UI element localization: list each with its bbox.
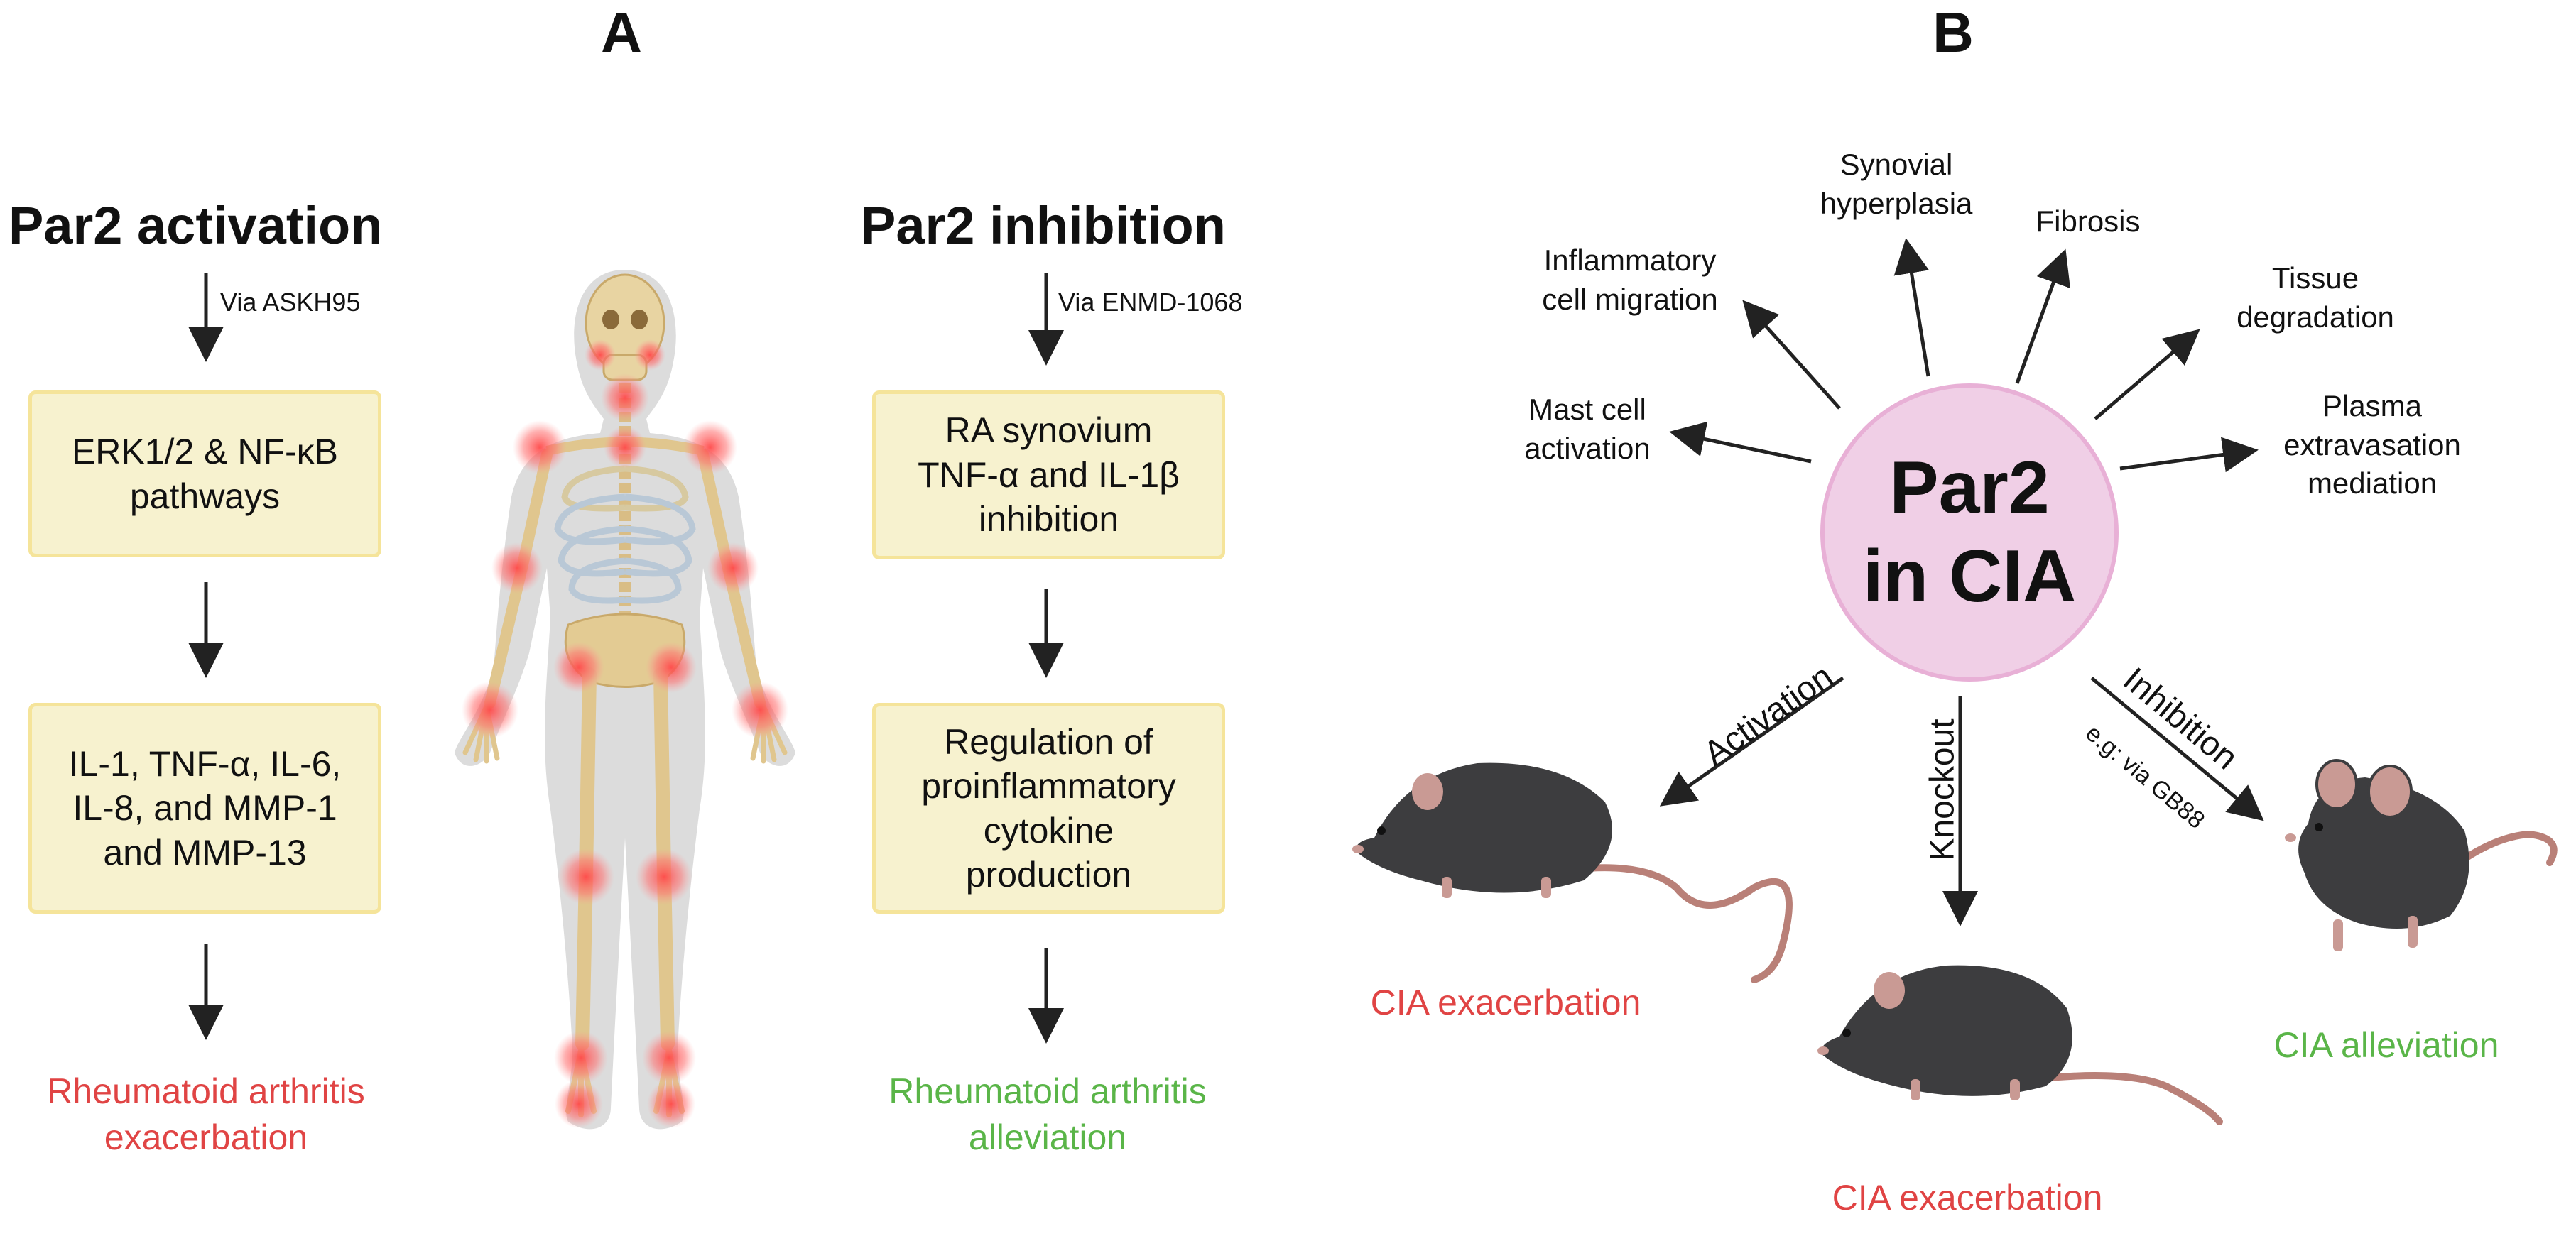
arrow-plasma: [2119, 437, 2259, 473]
branch-label-knockout: Knockout: [1923, 718, 1962, 861]
mouse-icon-activation: [1352, 762, 1793, 983]
effect-tissue-degradation: Tissue degradation: [2237, 261, 2394, 334]
effect-synovial-hyperplasia: Synovial hyperplasia: [1820, 148, 1973, 220]
inhibition-outcome: Rheumatoid arthritis alleviation: [888, 1071, 1207, 1157]
effect-plasma-extravasation: Plasma extravasation mediation: [2283, 389, 2461, 501]
inhibition-box-regulation: Regulation of proinflammatory cytokine p…: [872, 703, 1225, 914]
activation-title: Par2 activation: [9, 196, 383, 255]
effect-mast-cell-activation: Mast cell activation: [1524, 393, 1651, 465]
arrow-tissue: [2094, 329, 2200, 420]
arrow-mast: [1669, 421, 1812, 464]
arrow-fibrosis: [2015, 248, 2070, 384]
activation-box-cytokines: IL-1, TNF-α, IL-6, IL-8, and MMP-1 and M…: [28, 703, 381, 914]
activation-box-pathways: ERK1/2 & NF-κB pathways: [28, 390, 381, 557]
branch-arrows: [1659, 676, 2264, 926]
effect-inflammatory-cell-migration: Inflammatory cell migration: [1542, 244, 1718, 316]
ribcage: [554, 465, 696, 604]
inflamed-joints: [462, 339, 788, 1128]
mouse-icon-inhibition: [2285, 759, 2558, 951]
mouse-icon-knockout: [1817, 965, 2223, 1125]
arrow-inhibition: [2090, 677, 2264, 821]
activation-outcome: Rheumatoid arthritis exacerbation: [47, 1071, 365, 1157]
arrow-inflammatory: [1742, 300, 1841, 410]
skeleton-icon: [455, 270, 795, 1130]
activation-via: Via ASKH95: [220, 288, 361, 317]
outcome-activation: CIA exacerbation: [1370, 983, 1641, 1022]
panel-a-letter: A: [601, 1, 642, 64]
inhibition-title: Par2 inhibition: [861, 196, 1226, 255]
inhibition-box-synovium: RA synovium TNF-α and IL-1β inhibition: [872, 390, 1225, 559]
effect-fibrosis: Fibrosis: [2036, 204, 2141, 238]
inhibition-via: Via ENMD-1068: [1058, 288, 1243, 317]
arrow-synovial: [1893, 238, 1930, 377]
outcome-inhibition: CIA alleviation: [2273, 1025, 2499, 1065]
arrow-activation: [1659, 676, 1844, 807]
panel-b-letter: B: [1933, 1, 1974, 64]
par2-cia-circle: Par2 in CIA: [1820, 383, 2119, 682]
effect-arrows: [1669, 238, 2259, 473]
outcome-knockout: CIA exacerbation: [1832, 1178, 2103, 1218]
